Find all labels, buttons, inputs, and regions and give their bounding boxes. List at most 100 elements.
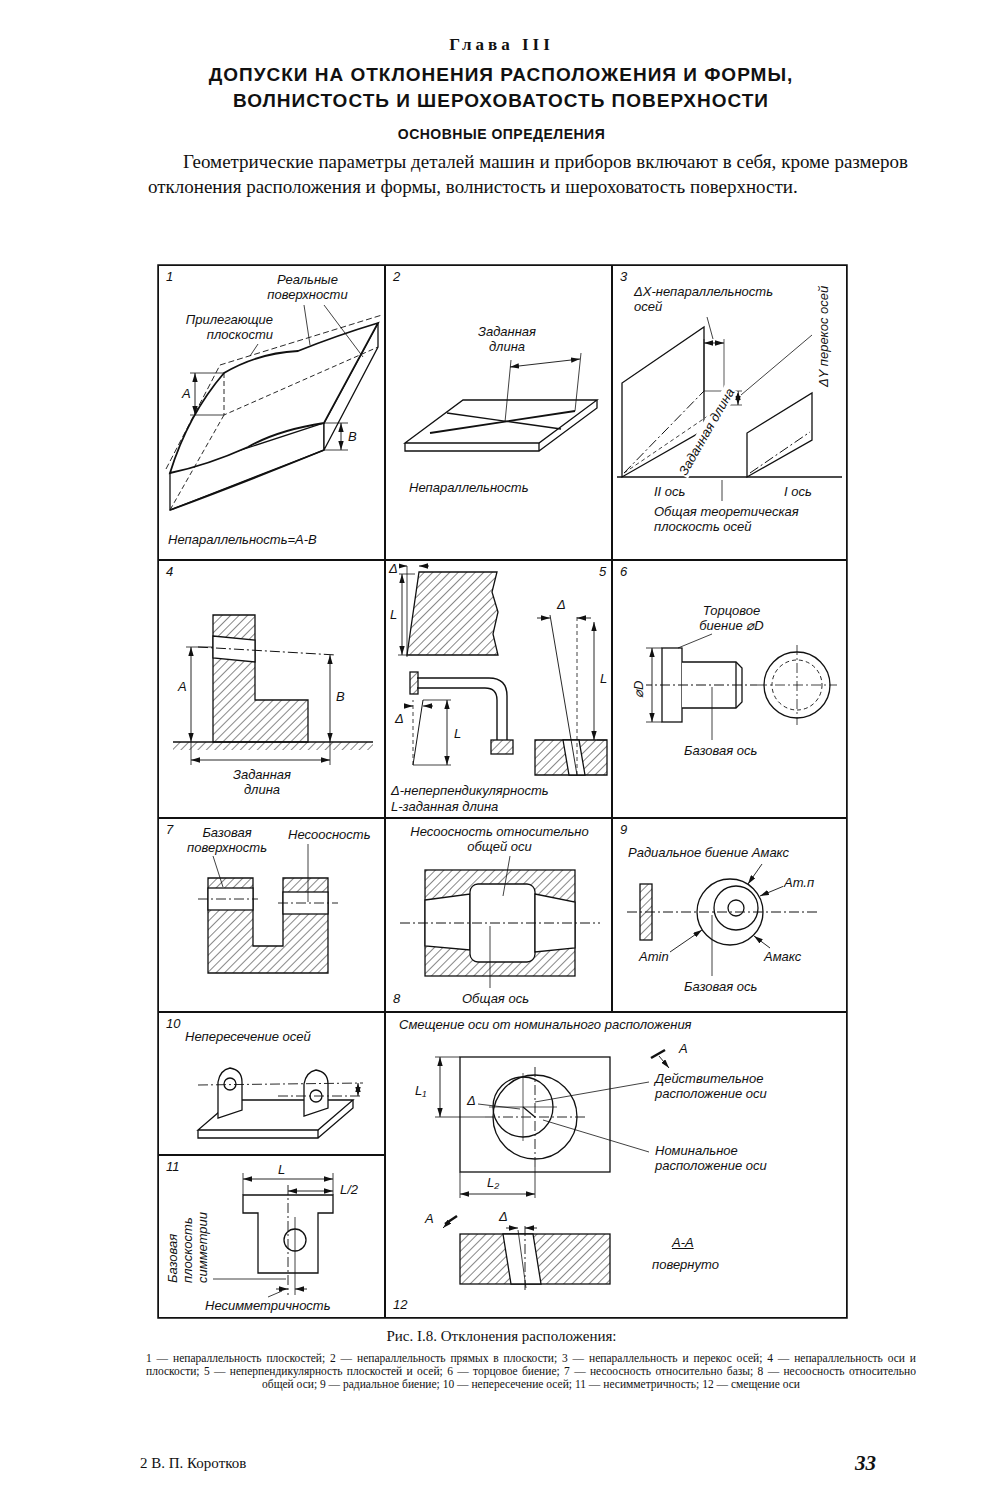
drawing-line (243, 1179, 333, 1180)
drawing-circle (224, 1078, 236, 1090)
drawing-circle (728, 900, 744, 916)
figure-cell: 1Реальные поверхностиПрилегающие плоскос… (158, 265, 385, 560)
drawing-label: А-А (671, 1235, 695, 1250)
drawing-path (170, 450, 324, 510)
drawing-label: Базовая плоскость симметрии (165, 1187, 210, 1284)
drawing-line (704, 343, 724, 344)
drawing-circle (714, 886, 758, 930)
drawing-label: Заданная длина (675, 385, 738, 479)
drawing-label: Несоосность относительно общей оси (391, 824, 608, 854)
drawing-label: II ось (653, 484, 686, 499)
figure-cell: 10Непересечение осей (158, 1012, 385, 1155)
plate-figure (405, 353, 597, 451)
drawing-label: L-заданная длина (390, 799, 499, 814)
drawing-rect (410, 672, 418, 694)
drawing-label: Заданная длина (221, 767, 303, 797)
drawing-line (401, 566, 407, 567)
figure-caption: Рис. I.8. Отклонения расположения: (100, 1328, 903, 1345)
drawing-label: Δ (466, 1093, 477, 1108)
drawing-label: Базовая ось (683, 979, 758, 994)
position-offset-figure (435, 1050, 669, 1292)
drawing-label: Общая ось (461, 991, 530, 1006)
axes-planes-figure (617, 317, 842, 501)
drawing-path (478, 1104, 520, 1109)
drawing-label: Aмакс (763, 949, 802, 964)
drawing-label: Δ (556, 597, 567, 612)
drawing-circle (697, 879, 763, 945)
drawing-path (170, 323, 378, 473)
drawing-path (218, 1068, 242, 1118)
callout-number: 7 (165, 822, 174, 837)
drawing-label: Непараллельность (408, 480, 530, 495)
drawing-label: I ось (783, 484, 813, 499)
drawing-label: Общая теоретическая плоскость осей (653, 504, 805, 534)
drawing-path (757, 645, 837, 725)
drawing-path (435, 1057, 485, 1117)
figure-cell: 5ΔLΔLΔLΔ-неперпендикулярностьL-заданная … (385, 560, 612, 818)
drawing-path (642, 685, 757, 686)
drawing-path (523, 1107, 535, 1117)
figure-cell: 7Базовая поверхностьНесоосность (158, 818, 385, 1012)
chapter-number: Глава III (100, 35, 903, 55)
misalignment-figure (198, 844, 338, 973)
drawing-label: Aт.п (783, 875, 815, 890)
running-footer: 2 В. П. Коротков (140, 1455, 246, 1472)
drawing-path (747, 393, 812, 477)
drawing-path (190, 373, 224, 415)
drawing-path (505, 353, 581, 422)
drawing-path (430, 411, 575, 433)
drawing-line (443, 1220, 451, 1228)
drawing-rect (460, 1057, 610, 1172)
drawing-path (405, 400, 597, 451)
drawing-path (288, 1185, 289, 1295)
drawing-label: L (599, 671, 608, 686)
drawing-label: А (678, 1041, 689, 1056)
drawing-path (413, 700, 414, 765)
drawing-label: Базовая ось (683, 743, 758, 758)
figure-cell: Несоосность относительно общей оси8Общая… (385, 818, 612, 1012)
callout-number: 11 (165, 1159, 181, 1174)
drawing-path (460, 1167, 535, 1198)
drawing-label: Δ (498, 1209, 509, 1224)
drawing-label: Непараллельность=А-В (167, 532, 318, 547)
drawing-line (760, 886, 784, 896)
drawing-path (678, 634, 712, 740)
drawing-label: Заданная длина (461, 324, 553, 354)
drawing-path (535, 1082, 649, 1152)
drawing-label: L₁ (414, 1083, 427, 1098)
drawing-line (506, 1228, 518, 1229)
drawing-path (712, 915, 713, 976)
page-number: 33 (855, 1451, 876, 1476)
drawing-path (198, 647, 336, 655)
drawing-label: Реальные поверхности (259, 272, 356, 302)
drawing-path (646, 648, 662, 722)
drawing-path (186, 647, 213, 648)
drawing-label: L (453, 726, 462, 741)
drawing-path (518, 1230, 526, 1288)
callout-number: 12 (392, 1297, 408, 1312)
slab-figure (166, 305, 382, 510)
drawing-path (425, 894, 470, 950)
drawing-path (750, 432, 810, 473)
drawing-path (597, 740, 607, 741)
drawing-label: Торцовое биение ⌀D (683, 603, 780, 633)
drawing-path (400, 923, 600, 924)
drawing-path (617, 476, 842, 477)
drawing-line (191, 647, 192, 742)
figure-cell: 4АВЗаданная длина (158, 560, 385, 818)
drawing-label: Amin (638, 949, 670, 964)
drawing-label: Прилегающие плоскости (177, 312, 274, 342)
drawing-line (423, 706, 433, 707)
figure-cell: 9Радиальное биение AмаксAт.пAminAмаксБаз… (612, 818, 847, 1012)
drawing-line (419, 566, 429, 567)
face-runout-figure (642, 634, 837, 740)
drawing-line (405, 706, 413, 707)
drawing-line (330, 655, 331, 742)
drawing-line (341, 423, 342, 450)
figure-frame (158, 265, 847, 1318)
skew-axes-figure (198, 1068, 363, 1138)
